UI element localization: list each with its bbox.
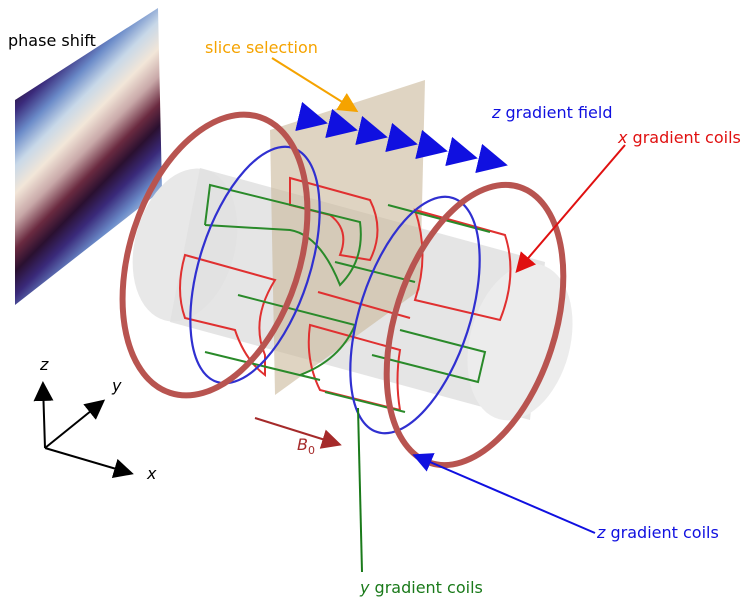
xyz-axes-icon [33, 381, 134, 479]
z-gradient-field-arrows [295, 101, 508, 174]
z-gradient-field-text: gradient field [500, 103, 613, 122]
main-coil-left [119, 111, 311, 399]
slice-selection-label: slice selection [205, 38, 318, 57]
axis-x-label: x [147, 464, 157, 483]
slice-selection-arrow [271, 57, 359, 113]
axis-z-label: z [40, 355, 49, 374]
z-gradient-field-label: z gradient field [492, 105, 613, 121]
x-gradient-coils-label: x gradient coils [618, 130, 741, 146]
axis-y-label: y [112, 376, 122, 395]
x-gradient-coils-var: x [618, 128, 628, 147]
b0-subscript: 0 [307, 444, 315, 457]
b0-main: B [297, 435, 308, 454]
z-gradient-coils-label: z gradient coils [597, 525, 719, 541]
z-gradient-field-var: z [492, 103, 501, 122]
b0-arrow [254, 417, 342, 449]
y-gradient-coils-label: y gradient coils [360, 580, 483, 596]
phase-shift-label: phase shift [8, 31, 96, 50]
z-gradient-coil-right [349, 195, 481, 435]
y-gradient-coils-pointer [357, 407, 363, 573]
x-gradient-coils-arrow [515, 144, 626, 274]
y-gradient-coils-text: gradient coils [369, 578, 483, 597]
y-gradient-coils-var: y [360, 578, 370, 597]
slice-selection-plane [270, 80, 425, 395]
x-gradient-coils-text: gradient coils [627, 128, 741, 147]
phase-shift-panel [15, 8, 162, 305]
z-gradient-coils-var: z [597, 523, 606, 542]
z-gradient-coils-arrow [412, 453, 596, 534]
z-gradient-coils-text: gradient coils [605, 523, 719, 542]
b0-label: B0 [297, 435, 315, 457]
